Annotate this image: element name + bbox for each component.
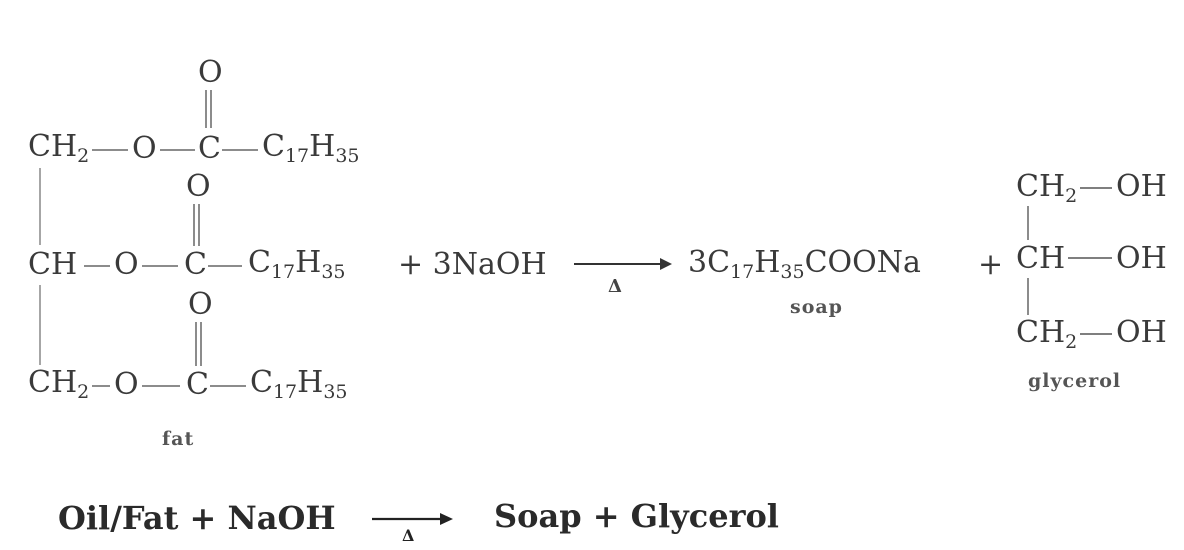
glycerol-row-1-ch2: CH2 <box>1016 169 1078 207</box>
fat-row-2-carbon: C <box>184 247 207 282</box>
fat-row-3-oxygen: O <box>114 367 139 402</box>
fat-row-1-chain: C17H35 <box>262 129 360 167</box>
carbonyl-oxygen-1: O <box>198 55 223 90</box>
soap-label: soap <box>790 296 843 318</box>
fat-row-2-chain: C17H35 <box>248 245 346 283</box>
fat-row-1-carbon: C <box>198 131 221 166</box>
reagent-naoh: + 3NaOH <box>398 247 547 282</box>
heat-symbol: Δ <box>608 276 622 297</box>
fat-row-3-carbon: C <box>186 367 209 402</box>
fat-row-1-oxygen: O <box>132 131 157 166</box>
glycerol-row-3-ch2: CH2 <box>1016 315 1078 353</box>
fat-row-1-ch2: CH2 <box>28 129 90 167</box>
soap-formula: 3C17H35COONa <box>688 245 921 283</box>
plus-sign: + <box>978 247 1004 282</box>
fat-row-3-chain: C17H35 <box>250 365 348 403</box>
word-equation-heat-symbol: Δ <box>402 526 415 545</box>
carbonyl-oxygen-3: O <box>188 287 213 322</box>
fat-label: fat <box>162 428 195 450</box>
word-equation-reactants: Oil/Fat + NaOH <box>58 499 336 537</box>
glycerol-row-2-ch: CH <box>1016 241 1066 276</box>
carbonyl-oxygen-2: O <box>186 169 211 204</box>
fat-row-2-ch: CH <box>28 247 78 282</box>
fat-row-2-oxygen: O <box>114 247 139 282</box>
glycerol-row-2-oh: OH <box>1116 241 1167 276</box>
glycerol-label: glycerol <box>1028 370 1122 392</box>
glycerol-row-1-oh: OH <box>1116 169 1167 204</box>
glycerol-row-3-oh: OH <box>1116 315 1167 350</box>
word-equation-products: Soap + Glycerol <box>494 497 779 535</box>
fat-row-3-ch2: CH2 <box>28 365 90 403</box>
